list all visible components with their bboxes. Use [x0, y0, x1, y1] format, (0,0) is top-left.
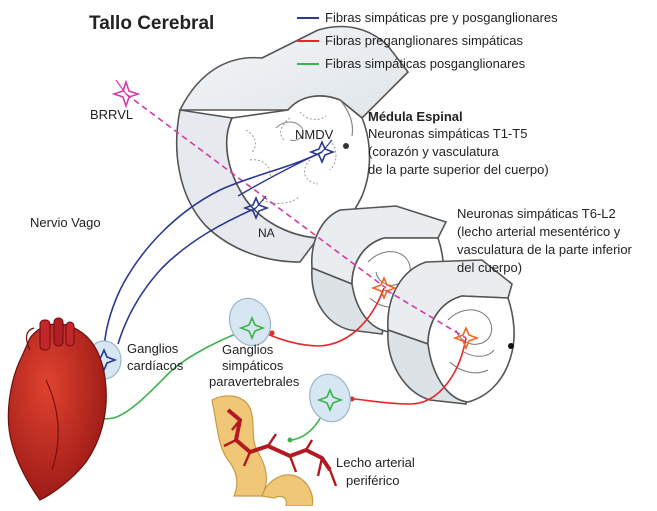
label-t6-line1: Neuronas simpáticas T6-L2: [457, 206, 616, 221]
diagram-title: Tallo Cerebral: [89, 13, 214, 35]
label-medula-title: Médula Espinal: [368, 109, 463, 124]
label-medula-line2: (corazón y vasculatura: [368, 144, 499, 159]
label-t6-line2: (lecho arterial mesentérico y: [457, 224, 620, 239]
ganglion-paravertebral-lower: [304, 370, 355, 427]
label-lecho-1: Lecho arterial: [336, 455, 415, 470]
label-na: NA: [258, 226, 275, 241]
label-nmdv: NMDV: [295, 127, 333, 142]
label-t6-line4: del cuerpo): [457, 260, 522, 275]
heart-illustration: [8, 318, 106, 500]
spinal-segment-lower: [388, 260, 514, 404]
label-t6-line3: vasculatura de la parte inferior: [457, 242, 632, 257]
label-medula-line1: Neuronas simpáticas T1-T5: [368, 126, 527, 141]
label-ganglios-simp-2: simpáticos: [222, 358, 283, 373]
legend-swatch-blue: [297, 17, 319, 19]
legend-label: Fibras simpáticas posganglionares: [325, 56, 525, 72]
neuron-brrvl: [114, 80, 138, 106]
legend-swatch-red: [297, 40, 319, 42]
label-lecho-2: periférico: [346, 473, 399, 488]
label-ganglios-simp-1: Ganglios: [222, 342, 273, 357]
label-medula-line3: de la parte superior del cuerpo): [368, 162, 549, 177]
legend-label: Fibras preganglionares simpáticas: [325, 33, 523, 49]
legend-swatch-green: [297, 63, 319, 65]
label-ganglios-cardiacos-1: Ganglios: [127, 341, 178, 356]
label-ganglios-cardiacos-2: cardíacos: [127, 358, 183, 373]
label-brrvl: BRRVL: [90, 107, 133, 122]
label-ganglios-simp-3: paravertebrales: [209, 374, 299, 389]
label-nervio-vago: Nervio Vago: [30, 215, 101, 230]
legend-label: Fibras simpáticas pre y posganglionares: [325, 10, 558, 26]
